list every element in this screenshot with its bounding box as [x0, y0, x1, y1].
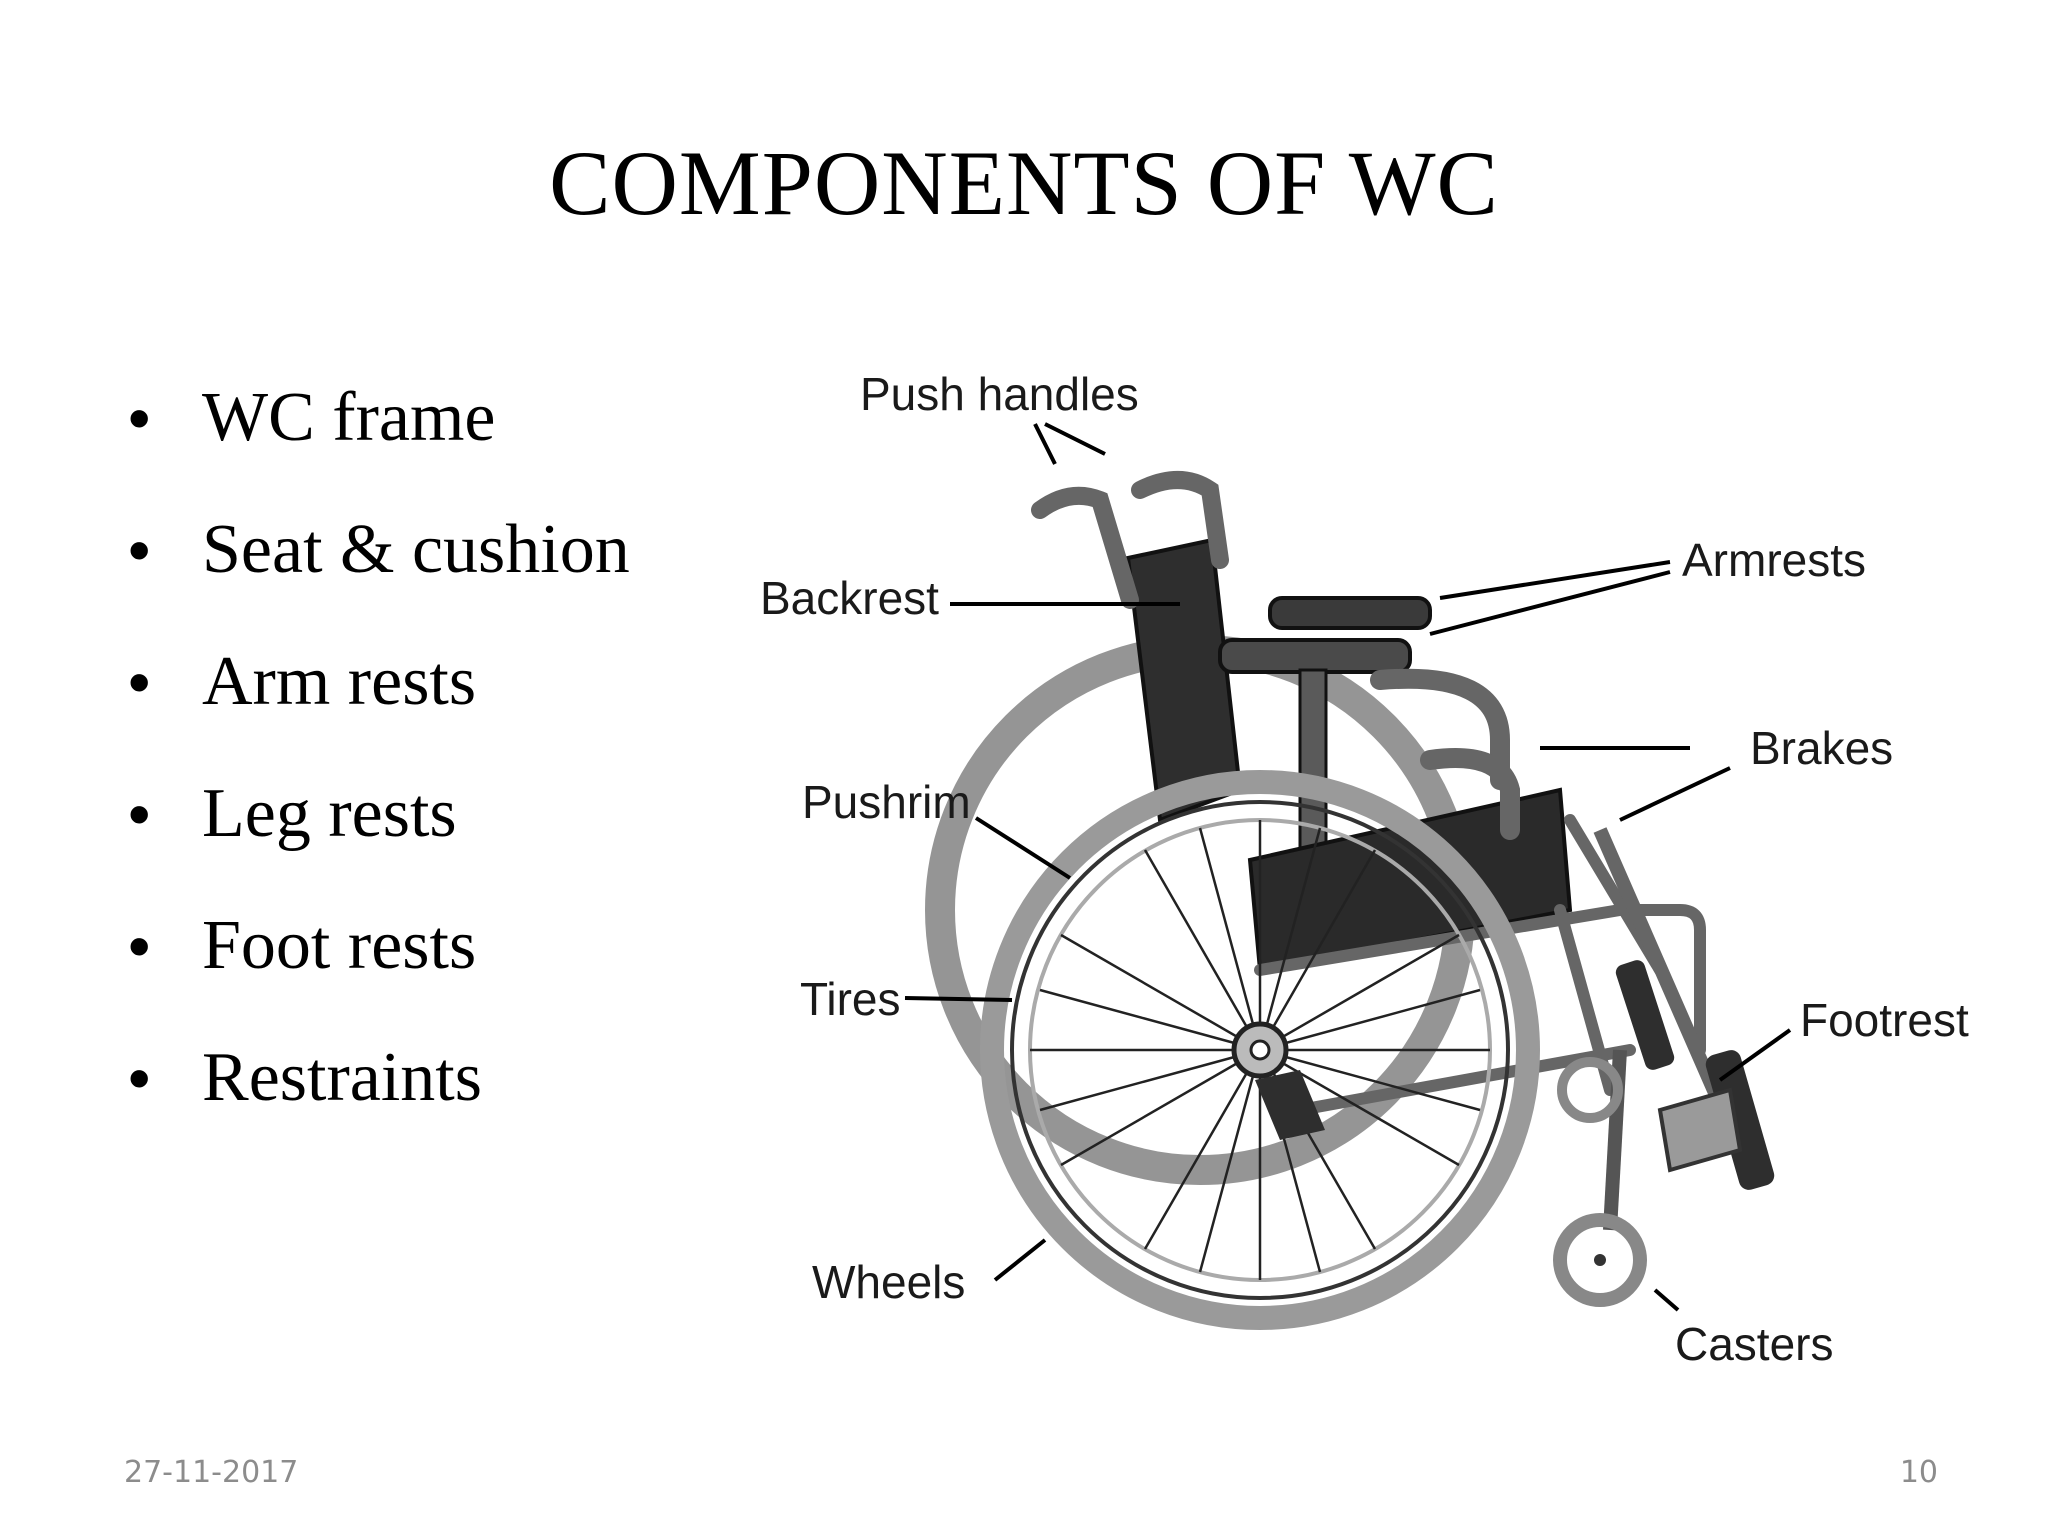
bullet-text: Arm rests	[202, 643, 477, 720]
label-brakes: Brakes	[1750, 722, 1893, 774]
label-footrest: Footrest	[1800, 994, 1969, 1046]
component-bullet-list: • WC frame • Seat & cushion • Arm rests • Le…	[118, 372, 630, 1164]
page-number: 10	[1899, 1455, 1938, 1490]
label-wheels: Wheels	[812, 1256, 965, 1308]
label-armrests: Armrests	[1682, 534, 1866, 586]
bullet-icon: •	[128, 646, 151, 718]
bullet-item: • Arm rests	[118, 636, 630, 768]
bullet-text: WC frame	[202, 379, 496, 456]
bullet-text: Foot rests	[202, 907, 477, 984]
wheelchair-diagram: Push handles Armrests Backrest Brakes Pu…	[760, 368, 1969, 1370]
bullet-icon: •	[128, 382, 151, 454]
caster-wheel	[1553, 1049, 1647, 1307]
backrest-shape	[1031, 471, 1243, 823]
main-wheel	[980, 770, 1540, 1330]
label-pushrim: Pushrim	[802, 776, 971, 828]
bullet-item: • Leg rests	[118, 768, 630, 900]
bullet-text: Leg rests	[202, 775, 457, 852]
bullet-item: • WC frame	[118, 372, 630, 504]
bullet-icon: •	[128, 514, 151, 586]
bullet-text: Seat & cushion	[202, 511, 630, 588]
bullet-text: Restraints	[202, 1039, 482, 1116]
bullet-icon: •	[128, 1042, 151, 1114]
bullet-icon: •	[128, 778, 151, 850]
bullet-item: • Foot rests	[118, 900, 630, 1032]
label-backrest: Backrest	[760, 572, 939, 624]
legrest-footrest	[1593, 827, 1775, 1190]
label-push-handles: Push handles	[860, 368, 1139, 420]
bullet-item: • Restraints	[118, 1032, 630, 1164]
footer-date: 27-11-2017	[124, 1455, 299, 1490]
label-tires: Tires	[800, 973, 901, 1025]
bullet-item: • Seat & cushion	[118, 504, 630, 636]
leader-lines	[904, 422, 1792, 1312]
slide-title: COMPONENTS OF WC	[549, 132, 1499, 234]
bullet-icon: •	[128, 910, 151, 982]
label-casters: Casters	[1675, 1318, 1833, 1370]
diagram-labels: Push handles Armrests Backrest Brakes Pu…	[760, 368, 1969, 1370]
